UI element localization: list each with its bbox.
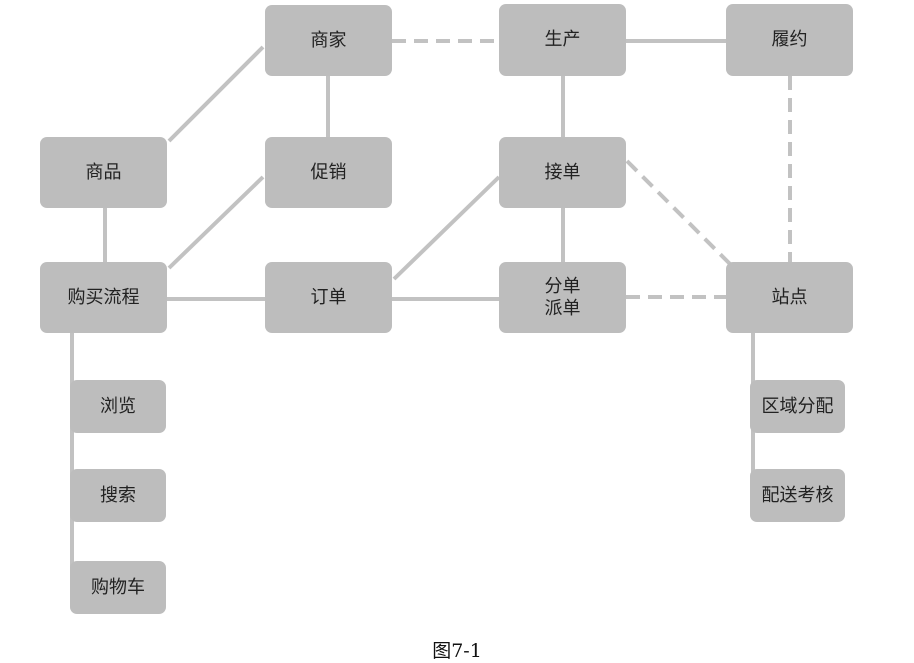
edge-order-accept-order: [392, 175, 501, 281]
node-label: 履约: [771, 29, 808, 50]
node-order: 订单: [265, 262, 392, 333]
node-accept-order: 接单: [499, 137, 626, 208]
node-label: 商家: [310, 29, 347, 51]
node-browse: 浏览: [70, 380, 166, 433]
node-label: 商品: [85, 161, 122, 183]
node-search: 搜索: [70, 469, 166, 522]
node-label: 配送考核: [761, 484, 834, 506]
edge-purchase-flow-promotion: [167, 175, 265, 270]
node-split-dispatch: 分单 派单: [499, 262, 626, 333]
node-product: 商品: [40, 137, 167, 208]
node-fulfillment: 履约: [726, 4, 853, 76]
node-label: 接单: [544, 161, 581, 183]
edge-product-merchant: [167, 45, 265, 143]
node-station: 站点: [726, 262, 853, 333]
node-label: 区域分配: [761, 395, 834, 417]
node-label: 促销: [310, 161, 347, 183]
node-promotion: 促销: [265, 137, 392, 208]
node-label: 订单: [310, 286, 347, 308]
node-label: 分单 派单: [544, 275, 581, 319]
node-region-assign: 区域分配: [750, 380, 845, 433]
node-label: 购买流程: [67, 286, 140, 308]
edge-accept-order-station: [625, 159, 732, 266]
node-label: 生产: [544, 29, 581, 50]
node-label: 购物车: [91, 576, 145, 598]
node-label: 搜索: [100, 484, 136, 506]
figure-caption: 图7-1: [432, 640, 482, 662]
node-production: 生产: [499, 4, 626, 76]
node-label: 浏览: [100, 395, 136, 417]
node-purchase-flow: 购买流程: [40, 262, 167, 333]
node-merchant: 商家: [265, 5, 392, 76]
node-delivery-assess: 配送考核: [750, 469, 845, 522]
node-cart: 购物车: [70, 561, 166, 614]
node-label: 站点: [771, 286, 808, 308]
